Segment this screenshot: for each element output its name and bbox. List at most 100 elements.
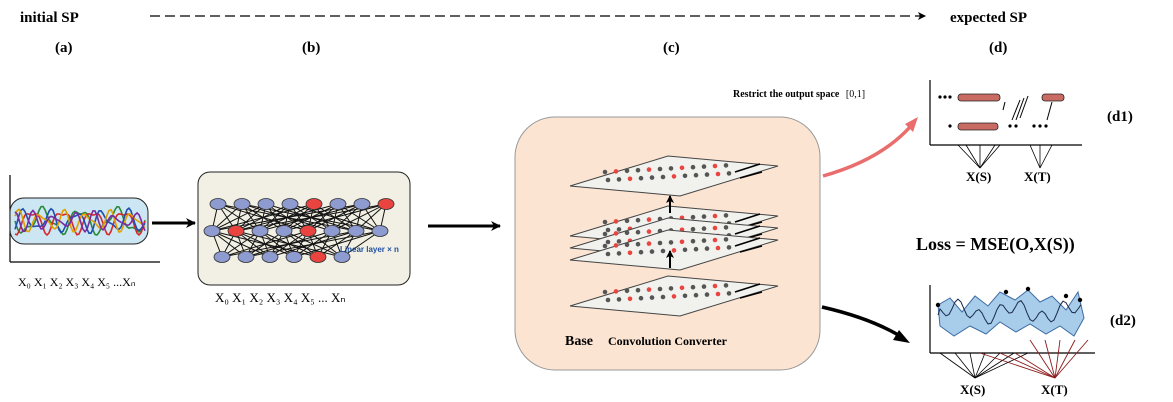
conv-dot xyxy=(602,219,608,225)
d1-bar xyxy=(1041,93,1065,102)
conv-dot xyxy=(671,248,677,253)
d2-fan-t xyxy=(1054,339,1076,379)
d1-dot xyxy=(948,95,952,99)
d2-dot xyxy=(1077,297,1083,303)
d2-dot xyxy=(935,302,941,308)
conv-dot xyxy=(624,288,630,294)
conv-dot xyxy=(624,242,630,248)
conv-dot xyxy=(682,173,688,179)
d1-stroke xyxy=(1002,101,1006,111)
loss-formula: Loss = MSE(O,X(S)) xyxy=(916,234,1075,255)
conv-dot xyxy=(690,238,696,244)
conv-dot xyxy=(605,251,611,257)
conv-dot xyxy=(616,177,622,182)
d1-stroke xyxy=(1011,99,1021,121)
network-node xyxy=(213,251,231,263)
conv-dot xyxy=(668,240,674,245)
conv-dot xyxy=(701,284,707,289)
conv-dot xyxy=(701,214,707,219)
d1-bar xyxy=(957,122,999,131)
conv-kernel-arrows xyxy=(734,237,763,253)
conv-dot xyxy=(671,294,677,299)
d2-dot xyxy=(1003,289,1009,295)
conv-dot xyxy=(635,287,641,293)
conv-dot xyxy=(660,248,666,254)
conv-dot xyxy=(682,293,688,299)
conv-dot xyxy=(627,296,633,302)
d1-xs-label: X(S) xyxy=(966,169,991,184)
restrict-output-text: Restrict the output space xyxy=(733,89,840,100)
conv-dot xyxy=(613,169,619,174)
network-node xyxy=(347,225,365,237)
network-node xyxy=(227,225,245,237)
network-edge xyxy=(221,230,309,258)
d1-fan xyxy=(1029,144,1041,169)
panel-a-x-axis-label: X₀ X₁ X₂ X₃ X₄ X₅ ...Xₙ xyxy=(18,275,136,289)
d1-stroke xyxy=(1046,101,1053,121)
d1-fan xyxy=(1039,144,1053,169)
d1-dot xyxy=(1044,124,1048,128)
d1-dot xyxy=(1032,124,1036,128)
expected-sp-label: expected SP xyxy=(950,10,1027,26)
conv-dot xyxy=(715,171,721,177)
d2-fan-s xyxy=(969,352,976,379)
conv-dot xyxy=(704,292,710,297)
conv-dot xyxy=(624,230,630,236)
conv-dot xyxy=(701,164,707,169)
conv-dot xyxy=(646,229,652,234)
conv-dot xyxy=(646,287,652,292)
conv-planes xyxy=(569,155,779,317)
conv-dot xyxy=(701,238,707,243)
conv-dot xyxy=(682,247,688,253)
conv-dot xyxy=(723,225,729,230)
conv-dot xyxy=(715,245,721,251)
conv-dot xyxy=(726,245,732,250)
arrow-c-to-d1-head xyxy=(905,117,918,132)
conv-dot xyxy=(602,289,608,295)
network-node xyxy=(305,198,323,210)
conv-dot xyxy=(690,214,696,220)
d2-fan-s xyxy=(974,352,986,379)
conv-dot xyxy=(635,217,641,223)
network-node xyxy=(371,225,389,237)
conv-kernel-arrows xyxy=(734,163,763,179)
conv-dot xyxy=(605,227,611,233)
conv-dot xyxy=(602,169,608,175)
d1-fan xyxy=(979,144,1001,169)
d2-fan-t xyxy=(1044,339,1056,379)
conv-dot xyxy=(613,243,619,248)
d1-fan xyxy=(957,144,981,169)
network-node xyxy=(329,198,347,210)
network-edge xyxy=(283,203,387,232)
conv-dot xyxy=(723,283,729,288)
d2-fan-t xyxy=(1014,352,1056,379)
d2-dot xyxy=(1025,286,1031,292)
network-node xyxy=(261,251,279,263)
d2-fan-s xyxy=(974,352,1015,379)
conv-dot xyxy=(649,295,655,300)
conv-dot xyxy=(602,243,608,249)
d1-stroke xyxy=(1015,97,1025,121)
conv-dot xyxy=(627,176,633,182)
conv-dot xyxy=(613,219,619,224)
conv-dot xyxy=(605,177,611,183)
conv-dot xyxy=(693,172,699,178)
conv-dot xyxy=(624,218,630,224)
conv-dot xyxy=(671,174,677,179)
panel-a: X₀ X₁ X₂ X₃ X₄ X₅ ...Xₙ xyxy=(9,175,160,289)
wave-line xyxy=(14,206,146,234)
panel-b: Linear layer × n X₀ X₁ X₂ X₃ X₄ X₅ ... X… xyxy=(197,171,411,305)
conv-dot xyxy=(704,172,710,177)
network-node xyxy=(257,198,275,210)
panel-b-x-axis-label: X₀ X₁ X₂ X₃ X₄ X₅ ... Xₙ xyxy=(215,290,346,305)
restrict-output-range: [0,1] xyxy=(846,89,865,100)
conv-dot xyxy=(627,250,633,256)
d1-dot xyxy=(948,124,952,128)
conv-dot xyxy=(635,241,641,247)
network-node xyxy=(299,225,317,237)
conv-dot xyxy=(726,291,732,296)
conv-dot xyxy=(723,163,729,168)
network-edge xyxy=(221,230,261,258)
conv-dot xyxy=(690,164,696,170)
linear-layer-label: Linear layer × n xyxy=(340,245,399,254)
